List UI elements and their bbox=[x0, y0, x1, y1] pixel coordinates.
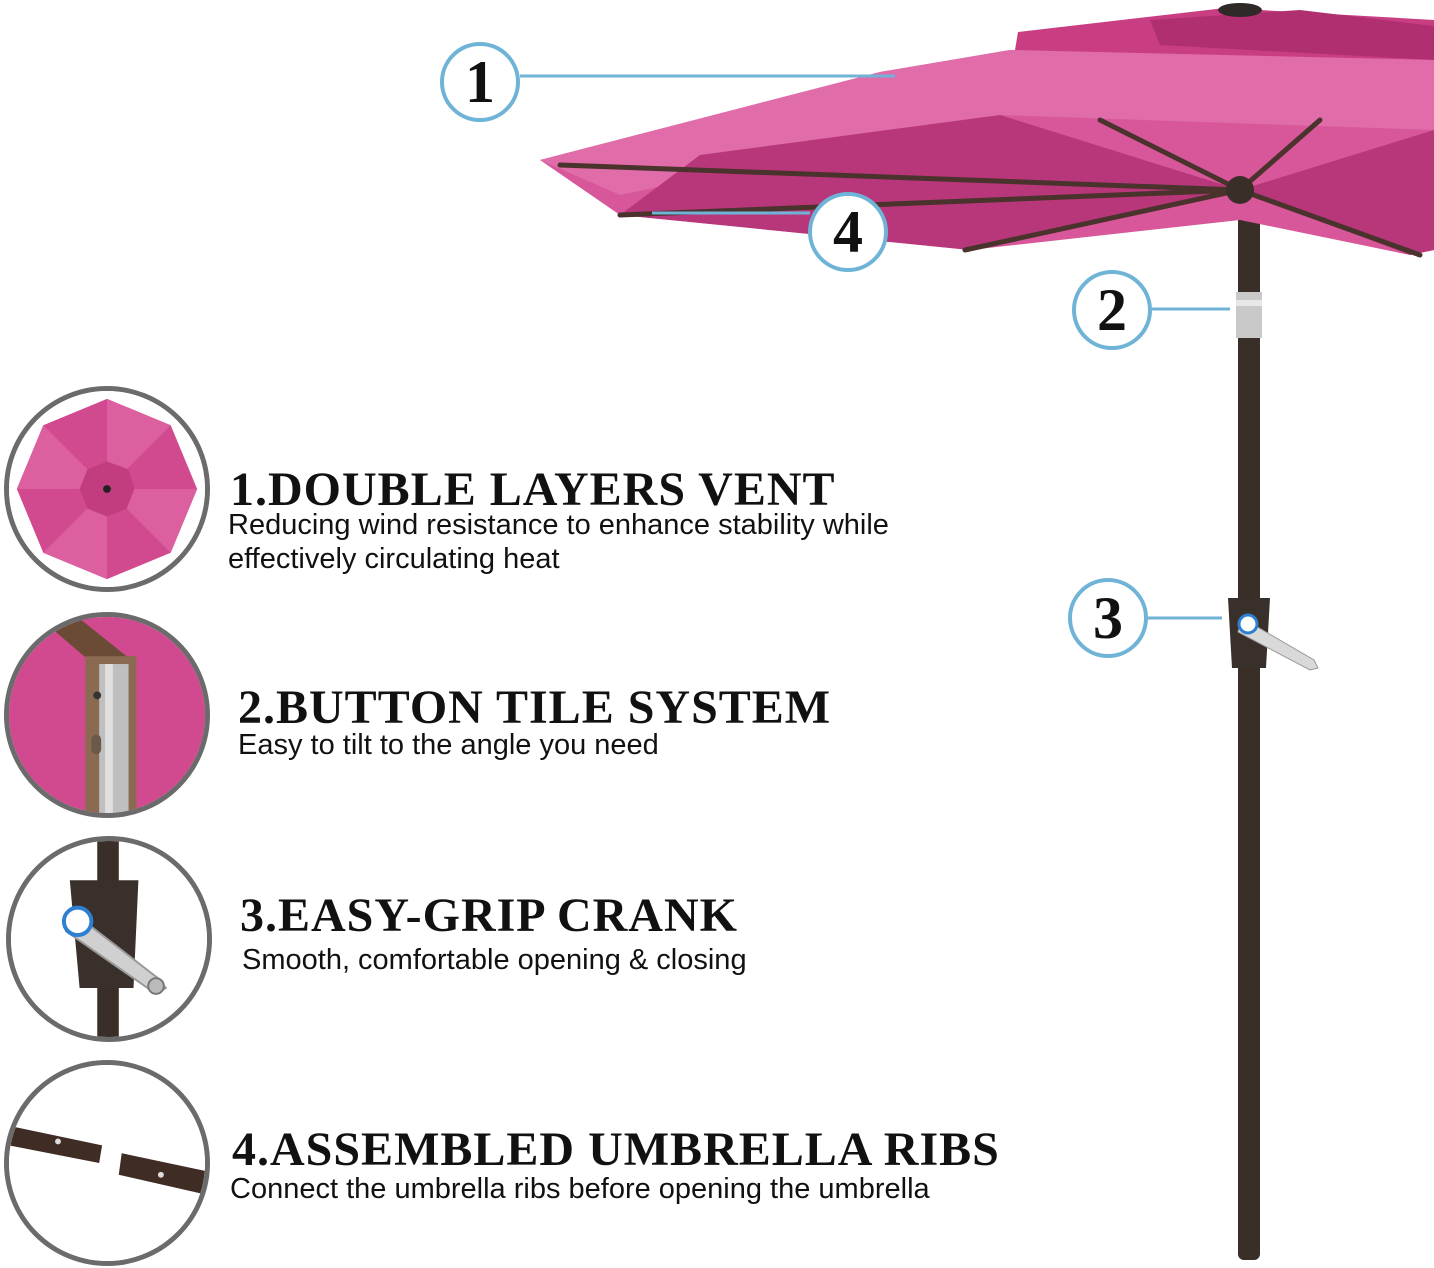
feature-desc-tilt: Easy to tilt to the angle you need bbox=[238, 729, 659, 761]
callout-4: 4 bbox=[808, 192, 888, 272]
vent-thumbnail bbox=[4, 386, 210, 592]
feature-title-crank: 3.EASY-GRIP CRANK bbox=[240, 889, 738, 942]
crank-handle bbox=[1237, 617, 1319, 671]
feature-title-ribs: 4.ASSEMBLED UMBRELLA RIBS bbox=[232, 1123, 1000, 1176]
feature-desc-ribs: Connect the umbrella ribs before opening… bbox=[230, 1173, 930, 1205]
tilt-collar bbox=[1236, 292, 1262, 338]
umbrella-pole bbox=[1238, 185, 1260, 1260]
feature-desc-vent-line1: Reducing wind resistance to enhance stab… bbox=[228, 509, 889, 541]
crank-thumbnail bbox=[6, 836, 212, 1042]
callout-1: 1 bbox=[440, 42, 520, 122]
tilt-button-thumbnail bbox=[4, 612, 210, 818]
ribs-thumbnail bbox=[4, 1060, 210, 1266]
callout-2: 2 bbox=[1072, 270, 1152, 350]
feature-title-vent: 1.DOUBLE LAYERS VENT bbox=[230, 463, 836, 516]
feature-desc-crank: Smooth, comfortable opening & closing bbox=[242, 944, 747, 976]
umbrella-rib bbox=[617, 187, 1243, 218]
feature-desc-vent-line2: effectively circulating heat bbox=[228, 543, 560, 575]
feature-title-tilt: 2.BUTTON TILE SYSTEM bbox=[238, 681, 832, 734]
callout-3: 3 bbox=[1068, 578, 1148, 658]
